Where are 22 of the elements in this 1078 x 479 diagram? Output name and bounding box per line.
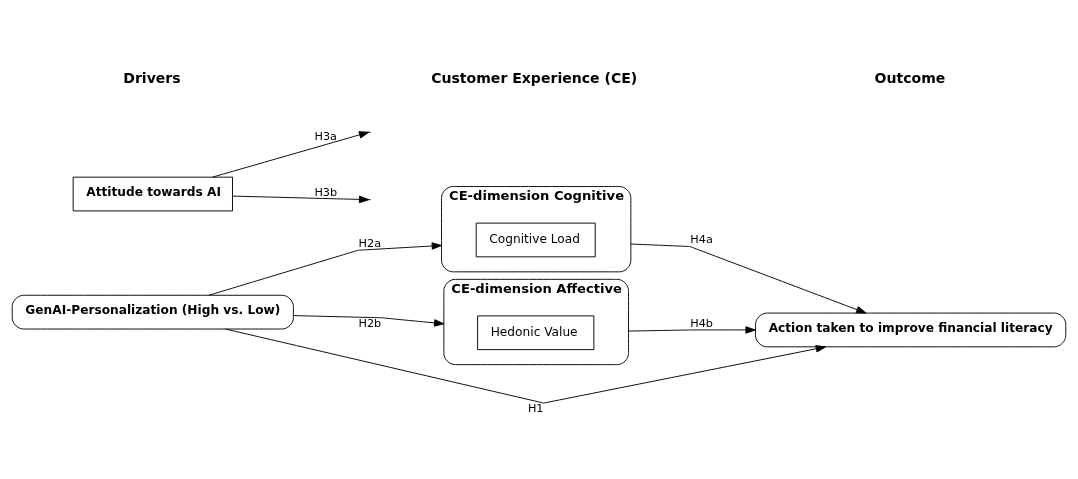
node-box: Attitude towards AI <box>72 176 233 212</box>
label: Customer Experience (CE) <box>431 69 638 86</box>
arrow <box>208 242 442 296</box>
arrow <box>292 315 445 327</box>
edge-label: H4a <box>690 233 713 247</box>
node-box: GenAI-Personalization (High vs. Low) <box>11 294 294 330</box>
label: Drivers <box>123 69 181 86</box>
arrow <box>630 243 867 314</box>
arrow <box>232 195 370 204</box>
node-box: Cognitive Load <box>475 222 596 258</box>
edge-label: H1 <box>527 402 544 416</box>
arrow <box>224 328 826 404</box>
edge-label: H2b <box>358 316 382 330</box>
label: Outcome <box>874 69 946 86</box>
node-box: Action taken to improve financial literacy <box>755 312 1067 348</box>
edge-label: H3b <box>314 185 338 199</box>
edge-label: H4b <box>690 316 713 330</box>
edge-label: H3a <box>314 130 337 144</box>
arrow <box>628 326 756 334</box>
arrow <box>212 131 370 178</box>
node-box: Hedonic Value <box>477 315 595 351</box>
edge-label: H2a <box>358 237 382 251</box>
